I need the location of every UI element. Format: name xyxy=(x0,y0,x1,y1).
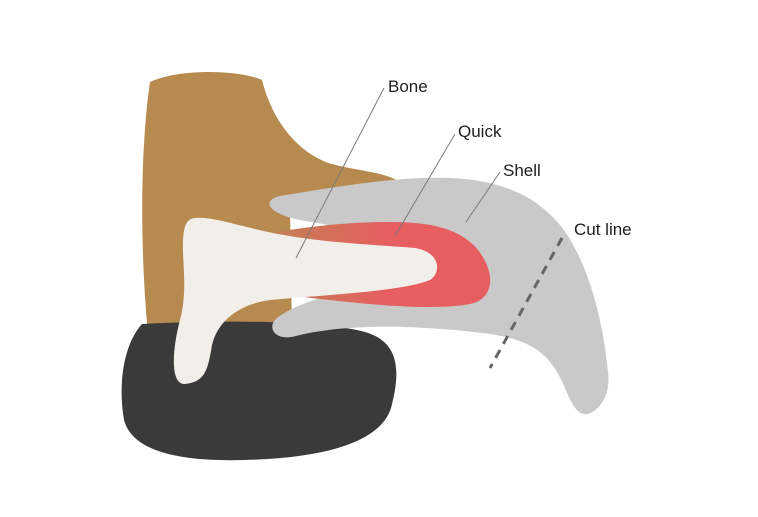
shell-leader-line xyxy=(465,171,501,223)
label-shell: Shell xyxy=(503,161,541,180)
quick-leader-line xyxy=(394,133,456,237)
bone-shape xyxy=(173,217,438,385)
bone-leader-line xyxy=(295,87,385,259)
label-cut-line: Cut line xyxy=(574,220,632,239)
label-bone: Bone xyxy=(388,77,428,96)
label-quick: Quick xyxy=(458,122,502,141)
pad-shape xyxy=(121,321,397,461)
cut-line xyxy=(488,237,564,369)
